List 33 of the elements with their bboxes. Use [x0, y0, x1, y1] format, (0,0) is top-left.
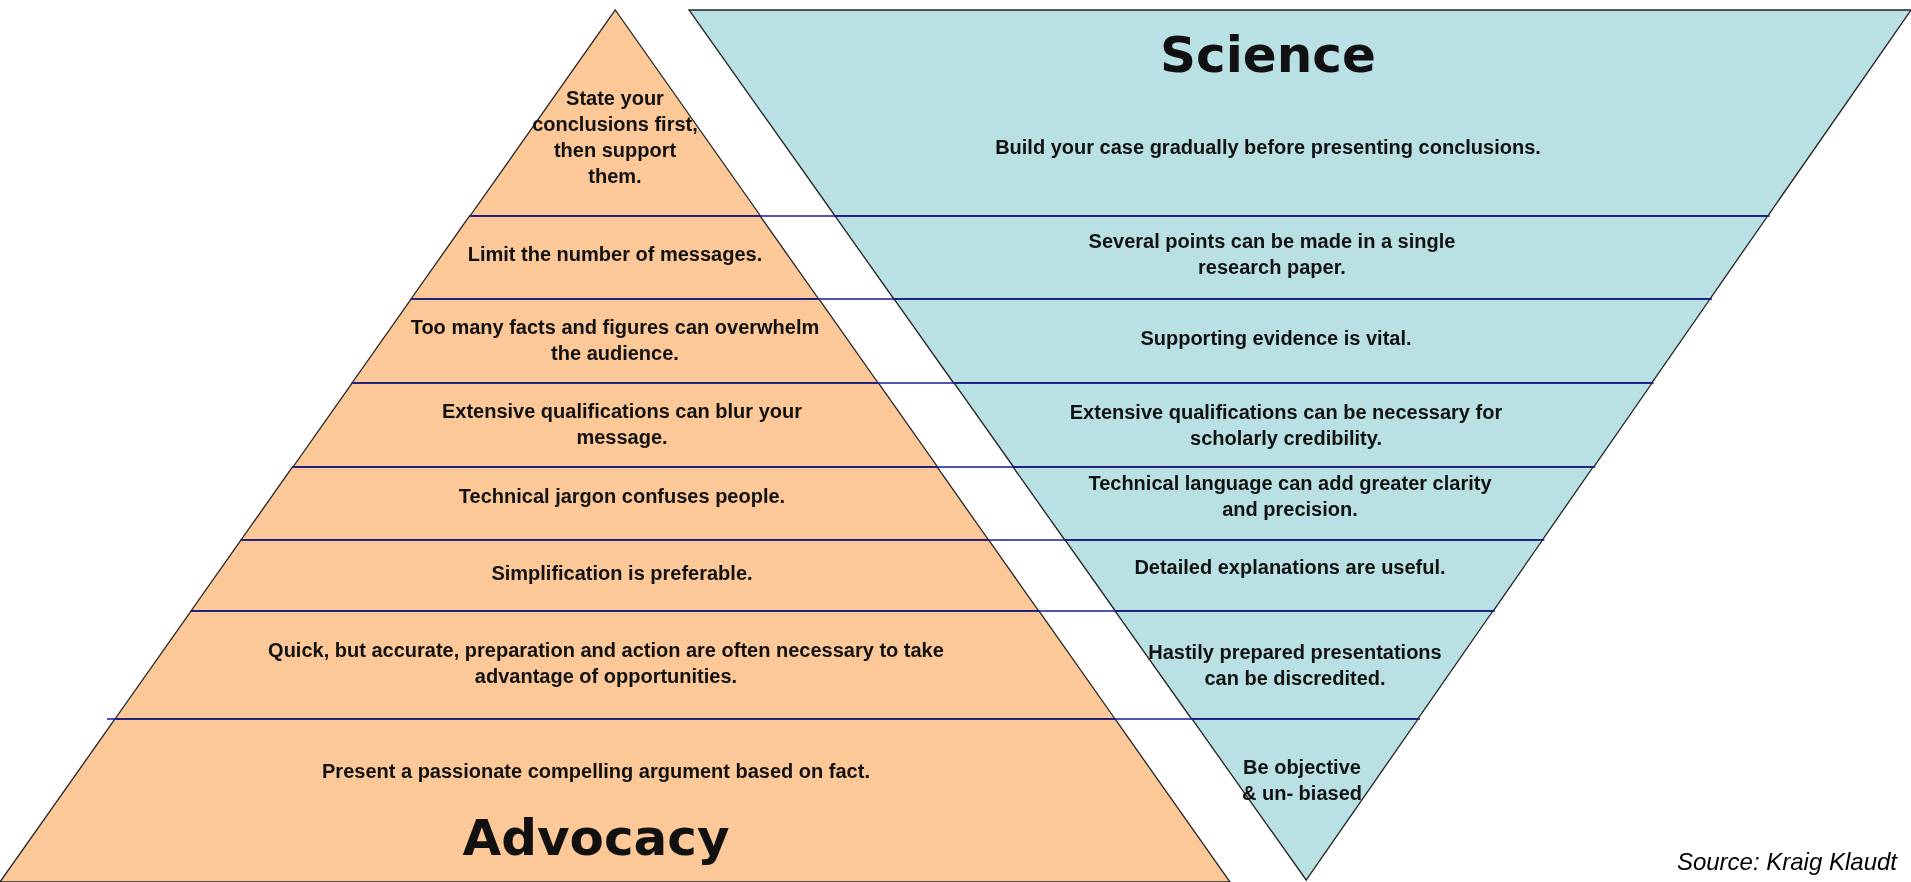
layer-text: Present a passionate compelling argument based on fact. [321, 759, 871, 784]
inverted-pyramid-layer [1191, 719, 1418, 880]
pyramid-layer [351, 299, 879, 383]
layer-text: Technical jargon confuses people. [457, 484, 787, 509]
layer-text: Hastily prepared presentations can be discredited. [1147, 640, 1443, 691]
layer-text: Be objective & un- biased [1240, 755, 1363, 806]
layer-text: Supporting evidence is vital. [1139, 326, 1413, 351]
inverted-pyramid-layer [1013, 467, 1594, 540]
pyramid-layer [191, 540, 1039, 611]
layer-text: Technical language can add greater clarity and precision. [1087, 471, 1493, 522]
pyramid-title: Advocacy [461, 810, 731, 866]
pyramid-layer [411, 216, 819, 299]
pyramid-layer [241, 467, 989, 540]
layer-text: State your conclusions first, then support them. [531, 86, 699, 189]
layer-text: Limit the number of messages. [466, 242, 764, 267]
layer-text: Quick, but accurate, preparation and action are often necessary to take advantage of opportunities. [267, 638, 945, 689]
layer-text: Extensive qualifications can be necessary for scholarly credibility. [1068, 400, 1504, 451]
layer-text: Too many facts and figures can overwhelm the audience. [409, 315, 821, 366]
layer-text: Several points can be made in a single research paper. [1087, 229, 1457, 280]
pyramid-layer [292, 383, 938, 467]
layer-text: Build your case gradually before presenting conclusions. [994, 135, 1542, 160]
pyramid-title: Science [1159, 27, 1377, 83]
inverted-pyramid-layer [835, 216, 1768, 299]
source-note: Source: Kraig Klaudt [1676, 848, 1897, 876]
inverted-pyramid-layer [1064, 540, 1543, 611]
inverted-pyramid-layer [893, 299, 1710, 383]
pyramid-layer [0, 719, 1230, 882]
inverted-pyramid-layer [1115, 611, 1494, 719]
layer-text: Simplification is preferable. [490, 561, 754, 586]
layer-text: Detailed explanations are useful. [1133, 555, 1447, 580]
pyramid-layer [114, 611, 1116, 719]
layer-text: Extensive qualifications can blur your message. [440, 399, 804, 450]
inverted-pyramid-layer [953, 383, 1652, 467]
